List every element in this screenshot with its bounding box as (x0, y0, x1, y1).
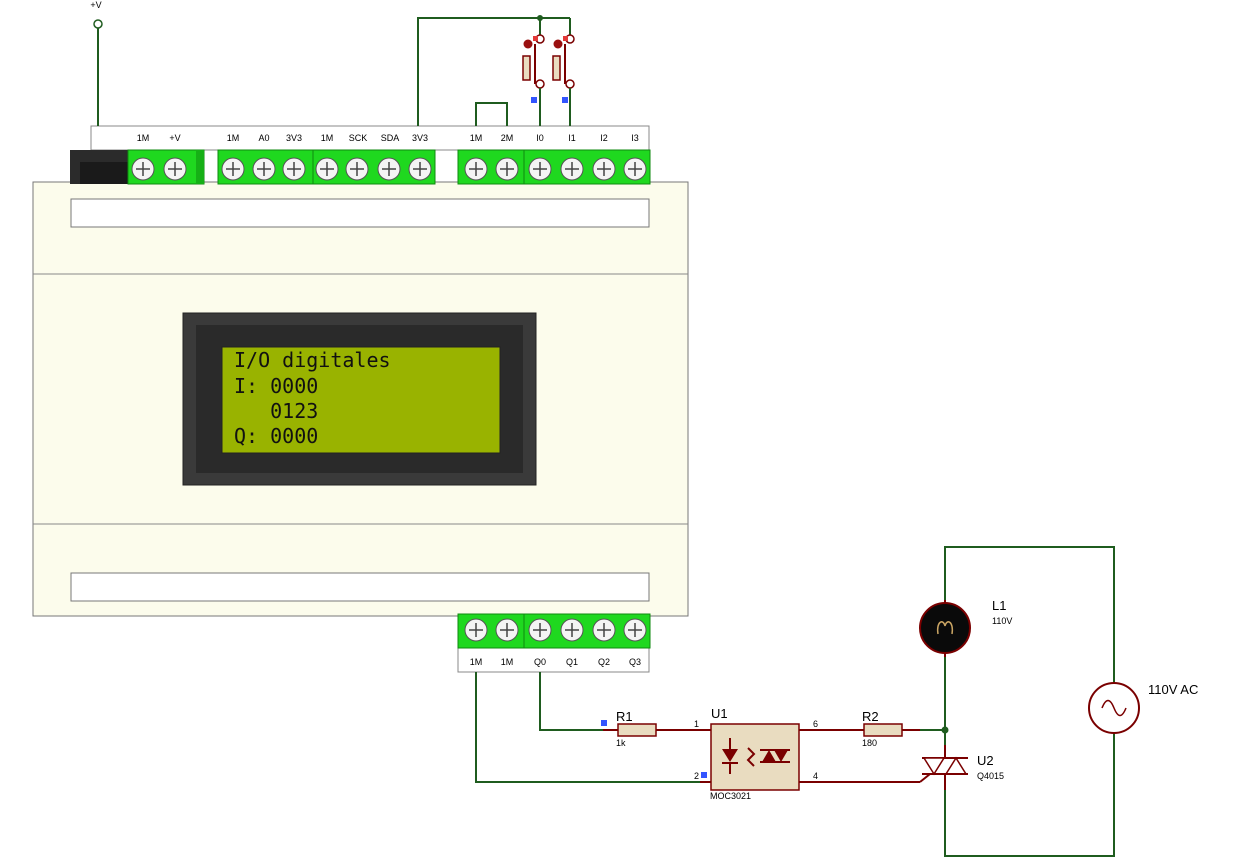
u1-pin-label: 1 (694, 719, 699, 729)
wire-ac-top (944, 546, 1115, 683)
triac-u2: U2 Q4015 (919, 745, 1004, 790)
optocoupler-u1: U1 MOC3021 1 2 6 4 (694, 706, 920, 801)
terminal-label: 3V3 (286, 133, 302, 143)
u1-pin-label: 6 (813, 719, 818, 729)
terminal-label: 1M (470, 133, 483, 143)
lcd-line-4: Q: 0000 (234, 424, 318, 448)
u1-value: MOC3021 (710, 791, 751, 801)
terminal-label: 1M (227, 133, 240, 143)
u1-ref: U1 (711, 706, 728, 721)
lcd-display: I/O digitales I: 0000 0123 Q: 0000 (182, 312, 537, 486)
terminal-label: Q3 (629, 657, 641, 667)
wire-1m-to-pin2 (475, 672, 700, 783)
r2-value: 180 (862, 738, 877, 748)
wire-q0-to-r1 (539, 672, 603, 731)
r2-ref: R2 (862, 709, 879, 724)
u1-pin-label: 4 (813, 771, 818, 781)
lcd-line-3: 0123 (234, 399, 318, 423)
r1-ref: R1 (616, 709, 633, 724)
terminal-label: Q0 (534, 657, 546, 667)
lamp-l1: L1 110V (919, 598, 1012, 657)
power-label: +V (90, 0, 101, 10)
top-terminal-strip (90, 125, 650, 151)
l1-value: 110V (992, 616, 1012, 626)
terminal-label: 3V3 (412, 133, 428, 143)
terminal-label: 1M (321, 133, 334, 143)
terminal-label: Q2 (598, 657, 610, 667)
terminal-label: Q1 (566, 657, 578, 667)
terminal-label: 1M (501, 657, 514, 667)
terminal-label: SCK (349, 133, 368, 143)
power-jack-icon (70, 150, 128, 184)
terminal-block-analog (217, 149, 314, 185)
push-button-i1[interactable] (552, 34, 575, 103)
terminal-label: I3 (631, 133, 639, 143)
terminal-label: 1M (137, 133, 150, 143)
lcd-line-1: I/O digitales (234, 348, 391, 372)
u2-value: Q4015 (977, 771, 1004, 781)
resistor-r1: R1 1k (601, 709, 711, 748)
push-button-i0[interactable] (522, 34, 545, 103)
terminal-block-inputs (457, 149, 651, 185)
r1-value: 1k (616, 738, 626, 748)
u1-pin-label: 2 (694, 771, 699, 781)
sine-wave-icon (1101, 699, 1127, 717)
terminal-label: +V (169, 133, 180, 143)
wire-3v3 (417, 17, 570, 126)
l1-ref: L1 (992, 598, 1006, 613)
terminal-label: 1M (470, 657, 483, 667)
ac-source: 110V AC (1088, 682, 1198, 734)
terminal-block-i2c (312, 149, 436, 185)
terminal-label: I1 (568, 133, 576, 143)
resistor-r2: R2 180 (840, 709, 945, 748)
terminal-block-power (127, 149, 205, 185)
u2-ref: U2 (977, 753, 994, 768)
wire-jumper (475, 102, 508, 126)
top-label-slot (70, 198, 650, 228)
source-label: 110V AC (1148, 682, 1198, 697)
lcd-screen (221, 346, 501, 454)
terminal-label: I2 (600, 133, 608, 143)
top-terminal-labels: 1M +V 1M A0 3V3 1M SCK SDA 3V3 1M 2M I0 … (137, 133, 639, 143)
terminal-label: I0 (536, 133, 544, 143)
wire-ac-bottom (944, 733, 1115, 857)
lcd-line-2: I: 0000 (234, 374, 318, 398)
bottom-label-slot (70, 572, 650, 602)
bottom-terminal-labels: 1M 1M Q0 Q1 Q2 Q3 (470, 657, 641, 667)
terminal-label: SDA (381, 133, 400, 143)
terminal-label: A0 (258, 133, 269, 143)
bottom-terminal-strip (457, 647, 650, 673)
terminal-label: 2M (501, 133, 514, 143)
power-supply-terminal: +V (90, 0, 103, 126)
terminal-block-outputs (457, 613, 651, 649)
